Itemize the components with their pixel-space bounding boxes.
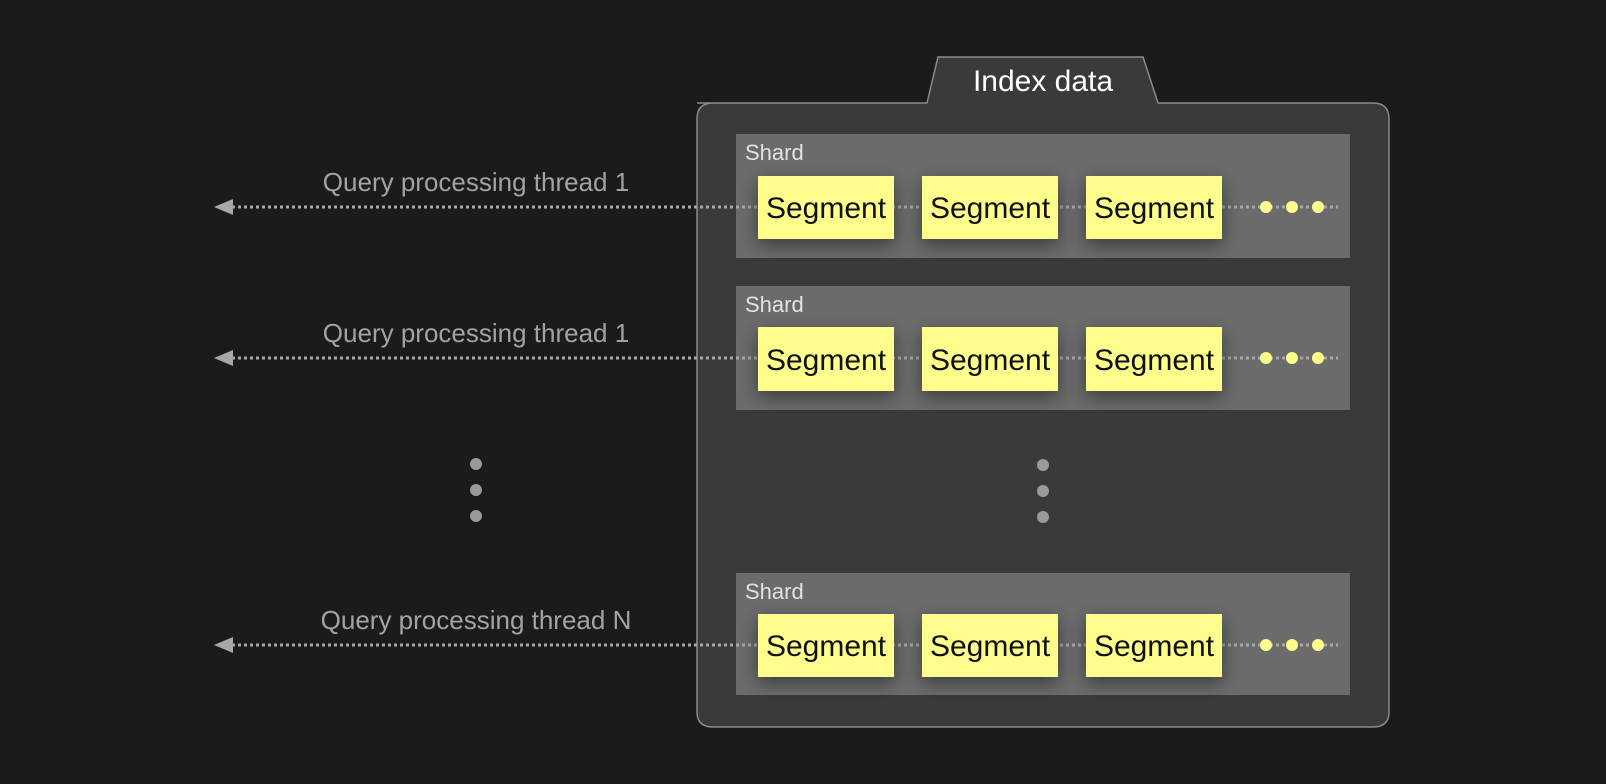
thread-label: Query processing thread 1 [323,167,629,197]
ellipsis-icon [1260,201,1324,213]
thread-label: Query processing thread 1 [323,318,629,348]
vertical-ellipsis-icon [1037,459,1049,523]
shard-label: Shard [745,140,804,165]
vertical-ellipsis-icon [470,458,482,522]
shard: Shard Segment Segment Segment [214,573,1350,695]
shard: Shard Segment Segment Segment [214,286,1350,410]
segment-box [922,176,1058,239]
segment-box [922,327,1058,391]
thread-label: Query processing thread N [321,605,632,635]
segment-label: Segment [1094,630,1215,663]
shard: Shard Segment Segment Segment [214,134,1350,258]
segment-label: Segment [1094,192,1215,225]
segment-label: Segment [766,630,887,663]
shard-label: Shard [745,579,804,604]
shard-label: Shard [745,292,804,317]
segment-box [758,327,894,391]
arrow-left-icon [214,350,233,366]
segment-box [758,176,894,239]
segment-box [1086,327,1222,391]
segment-box [922,614,1058,677]
arrow-left-icon [214,199,233,215]
segment-box [1086,176,1222,239]
segment-box [758,614,894,677]
arrow-left-icon [214,637,233,653]
ellipsis-icon [1260,639,1324,651]
ellipsis-icon [1260,352,1324,364]
segment-label: Segment [766,192,887,225]
index-data-title: Index data [973,65,1113,98]
segment-label: Segment [766,344,887,377]
segment-box [1086,614,1222,677]
segment-label: Segment [930,344,1051,377]
segment-label: Segment [930,192,1051,225]
segment-label: Segment [1094,344,1215,377]
segment-label: Segment [930,630,1051,663]
